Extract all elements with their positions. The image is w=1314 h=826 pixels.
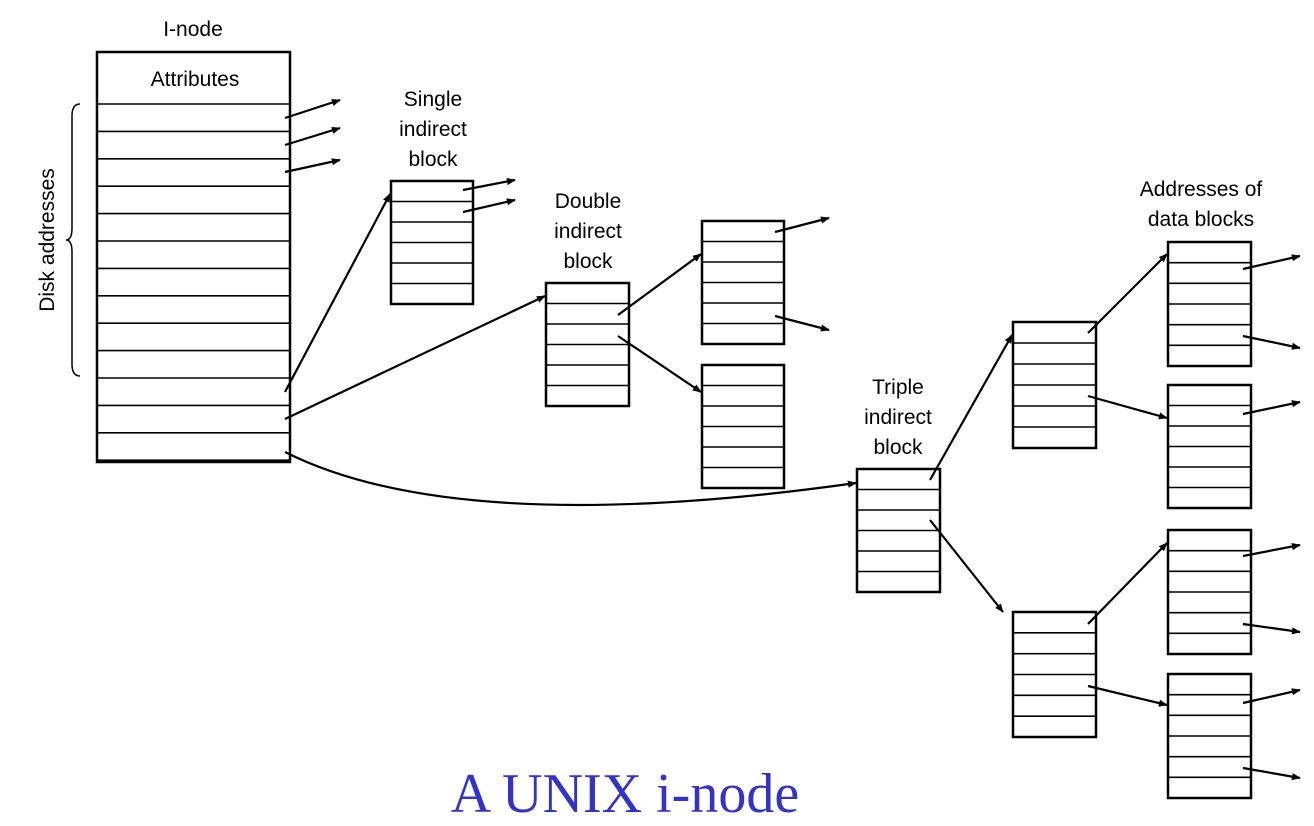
attributes-label: Attributes bbox=[151, 68, 240, 91]
tct-to-data1 bbox=[1087, 253, 1168, 334]
pointer-arrows bbox=[284, 98, 1301, 781]
dct-out-arrow-1 bbox=[774, 216, 830, 234]
triple-child-block-bottom bbox=[1011, 610, 1098, 739]
double-label-line3: block bbox=[563, 250, 613, 273]
triple-out-arrow-bottom bbox=[929, 519, 1004, 613]
triple-indirect-block bbox=[855, 467, 942, 594]
data-block-1 bbox=[1166, 240, 1253, 368]
double-indirect-arrow bbox=[284, 295, 546, 420]
double-label-line2: indirect bbox=[554, 220, 622, 243]
double-label-line1: Double bbox=[555, 190, 622, 213]
double-out-arrow-top bbox=[617, 253, 702, 316]
double-child-block-top bbox=[700, 219, 786, 346]
single-out-arrow-1 bbox=[462, 177, 516, 192]
triple-label-line2: indirect bbox=[864, 406, 932, 429]
single-indirect-arrow bbox=[284, 193, 391, 393]
data-block-4 bbox=[1166, 672, 1253, 800]
tct-to-data2 bbox=[1087, 394, 1168, 420]
tcb-to-data3 bbox=[1087, 542, 1168, 625]
data-blocks-label-line2: data blocks bbox=[1148, 208, 1254, 231]
direct-arrow-2 bbox=[284, 126, 341, 147]
triple-child-block-top bbox=[1011, 320, 1098, 450]
triple-indirect-arrow bbox=[284, 451, 857, 507]
inode-label: I-node bbox=[163, 18, 223, 41]
triple-label-line1: Triple bbox=[872, 376, 924, 399]
triple-label-line3: block bbox=[873, 436, 923, 459]
inode-block bbox=[95, 50, 292, 464]
double-indirect-block bbox=[544, 281, 631, 408]
double-out-arrow-bottom bbox=[617, 335, 702, 393]
inode-outline bbox=[95, 50, 292, 464]
direct-arrow-1 bbox=[284, 98, 341, 120]
caption: A UNIX i-node bbox=[451, 763, 799, 825]
direct-arrow-3 bbox=[284, 158, 341, 174]
data-block-2 bbox=[1166, 383, 1253, 510]
single-label-line1: Single bbox=[404, 88, 462, 111]
triple-out-arrow-top bbox=[929, 334, 1013, 481]
single-out-arrow-2 bbox=[462, 198, 516, 214]
single-label-line3: block bbox=[408, 148, 458, 171]
single-label-line2: indirect bbox=[399, 118, 467, 141]
dct-out-arrow-2 bbox=[774, 314, 830, 332]
disk-addresses-label: Disk addresses bbox=[36, 168, 59, 312]
double-child-block-bottom bbox=[700, 363, 786, 490]
disk-addresses-brace bbox=[65, 103, 81, 377]
tcb-to-data4 bbox=[1087, 684, 1168, 707]
data-blocks-label-line1: Addresses of bbox=[1140, 178, 1263, 201]
single-indirect-block bbox=[389, 179, 475, 306]
data-block-3 bbox=[1166, 528, 1253, 656]
inode-rows bbox=[97, 103, 290, 462]
